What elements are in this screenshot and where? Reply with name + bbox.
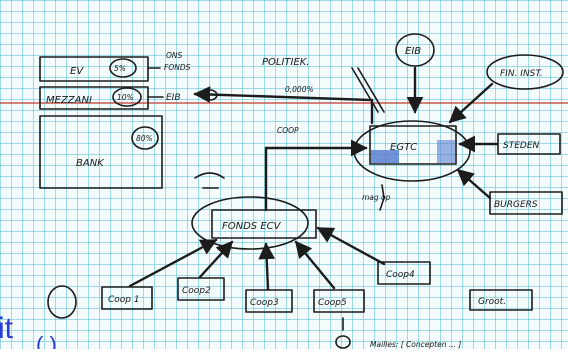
politiek-label: POLITIEK. (262, 57, 310, 68)
burgers-box: BURGERS (489, 191, 563, 215)
mezzanine-label: MEZZANI (46, 95, 92, 106)
eib-circle-label: EIB (405, 46, 421, 57)
coop3-box: Coop3 (245, 289, 293, 313)
coop2-label: Coop2 (182, 286, 211, 296)
eib-circle: EIB (395, 33, 435, 67)
coop5-label: Coop5 (318, 298, 347, 308)
coop4-label: Coop4 (386, 270, 415, 280)
fonds-ecv-label: FONDS ECV (222, 221, 282, 232)
coop5-box: Coop5 (313, 289, 365, 313)
burgers-label: BURGERS (494, 200, 538, 210)
overlay-paren: ( ) (36, 332, 57, 353)
groot-label: Groot. (478, 297, 506, 307)
overlay-text-fragment: it (0, 312, 14, 345)
rate-label: 0,000% (285, 85, 314, 94)
egtc-box: EGTC (353, 120, 471, 182)
small-circle (47, 285, 77, 319)
fonds-label: FONDS (164, 63, 191, 72)
egtc-label: EGTC (390, 142, 417, 153)
coop2-box: Coop2 (177, 277, 225, 301)
steden-box: STEDEN (497, 133, 561, 155)
mag-op-label: mag op (362, 193, 391, 202)
ev-box: EV 5% (39, 56, 149, 82)
groot-box: Groot. (469, 289, 533, 311)
mezzanine-box: MEZZANI 10% (39, 86, 149, 110)
mezzanine-pct: 10% (117, 93, 134, 102)
coop3-label: Coop3 (250, 298, 279, 308)
coop4-box: Coop4 (377, 261, 431, 285)
fin-inst-circle: FIN. INST. (486, 54, 564, 90)
fin-inst-label: FIN. INST. (500, 69, 543, 79)
bank-pct: 80% (136, 134, 153, 143)
coop1-label: Coop 1 (108, 295, 140, 305)
ev-label: EV (70, 66, 84, 77)
bottom-note: Mailles: [ Concepten ... ] (370, 340, 461, 349)
ev-pct: 5% (114, 64, 126, 73)
coop1-box: Coop 1 (101, 286, 153, 310)
ons-label: ONS (166, 51, 183, 60)
coop-label: COOP (277, 126, 299, 135)
eib-small-label: EIB (166, 93, 181, 103)
arrow-fonds-to-egtc (264, 139, 368, 212)
bank-label: BANK (76, 158, 105, 169)
steden-label: STEDEN (503, 141, 540, 151)
fonds-ecv-node: FONDS ECV (191, 196, 317, 250)
bank-box: BANK 80% (39, 115, 163, 189)
arrow-egtc-to-eib (193, 86, 374, 125)
